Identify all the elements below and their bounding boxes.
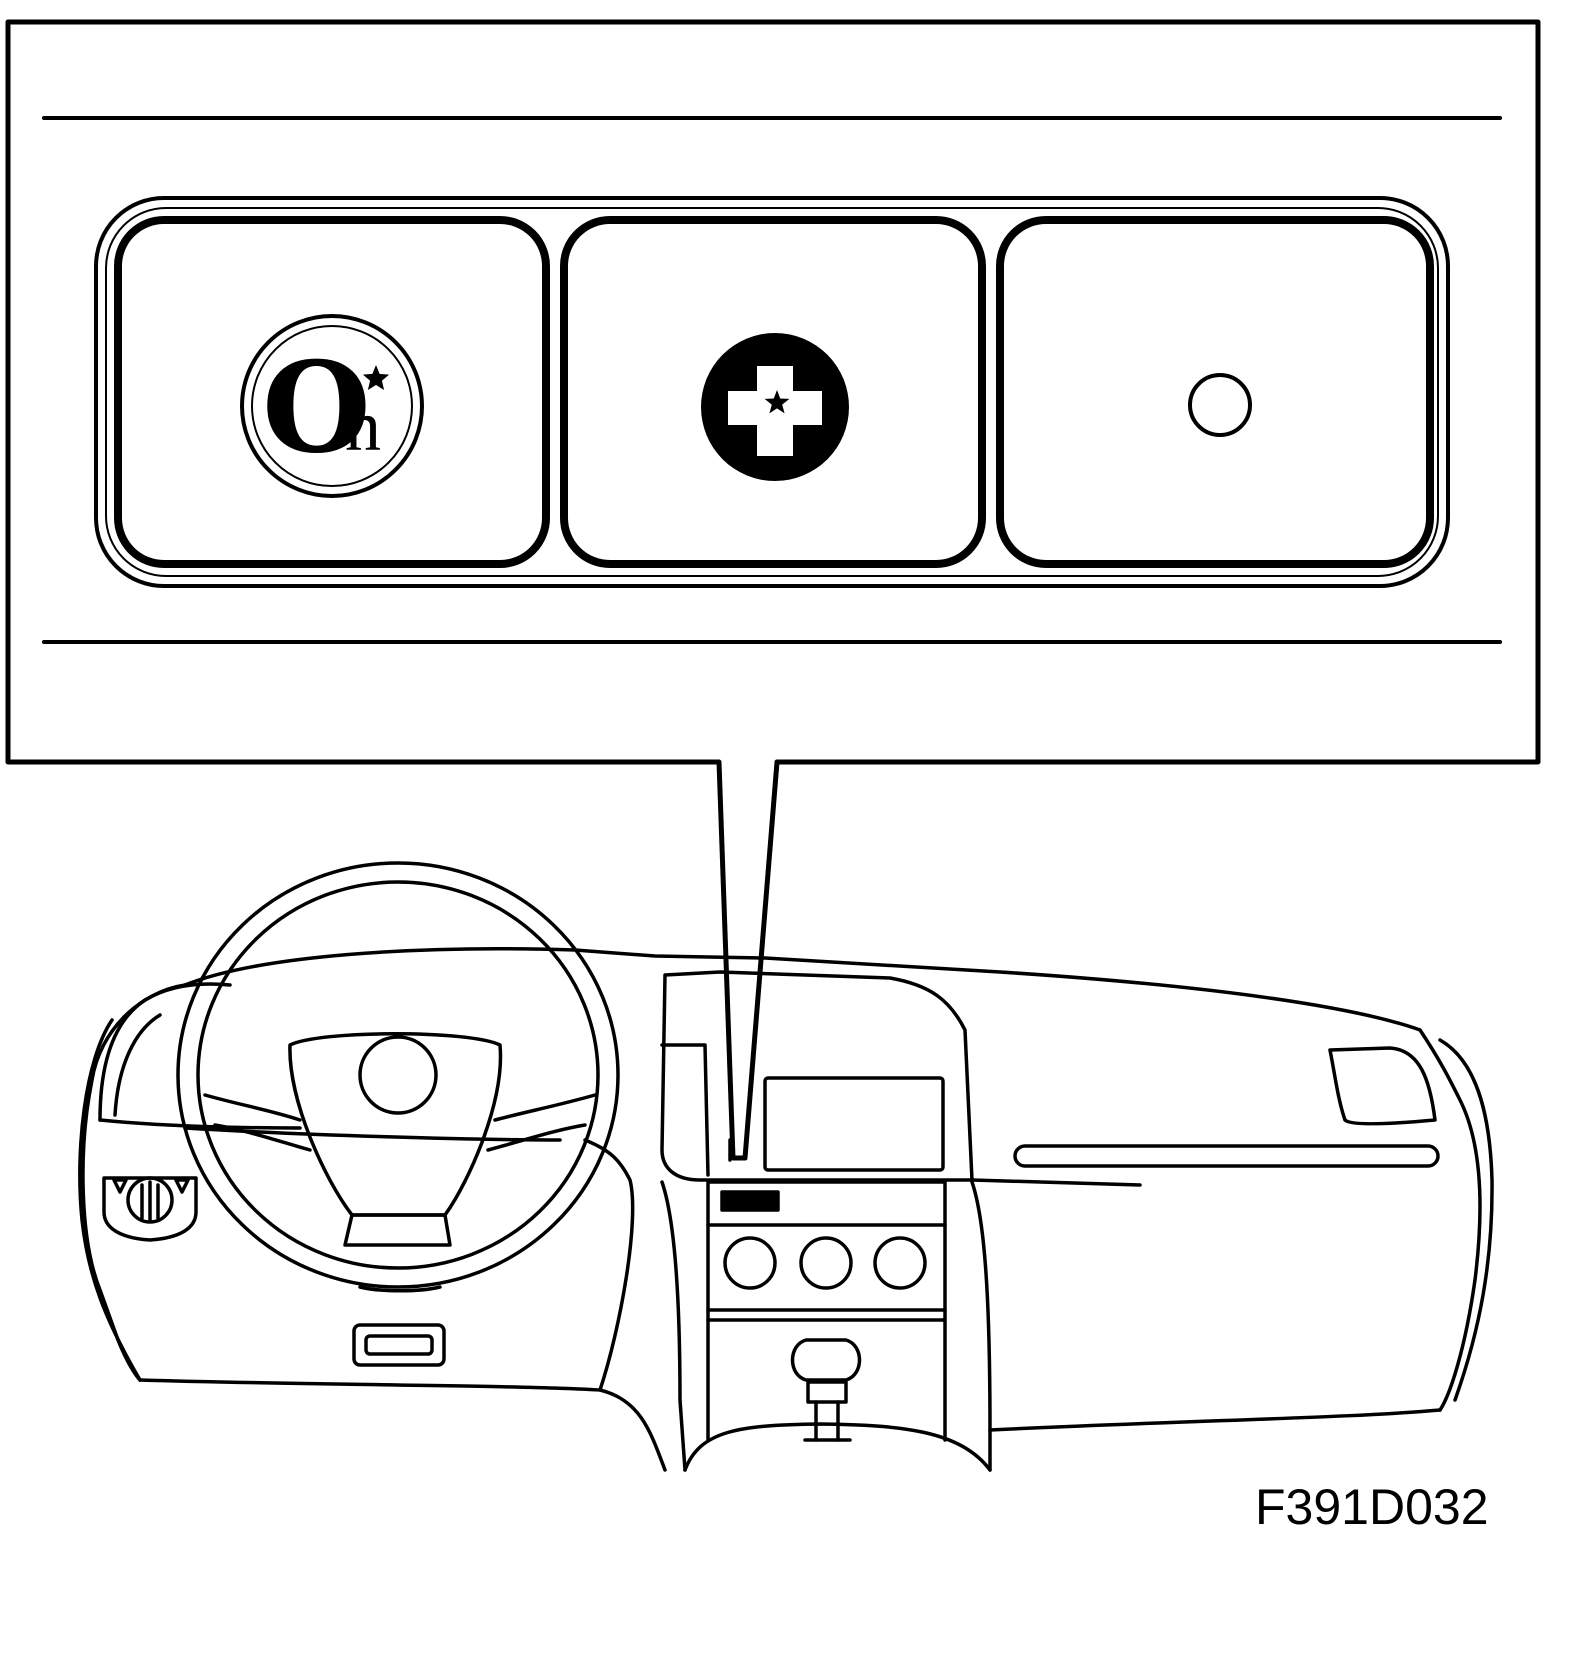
steering-spoke-left — [203, 1093, 302, 1122]
cluster-hood-lower — [98, 1118, 302, 1130]
figure-id-label: F391D032 — [1255, 1479, 1489, 1535]
onstar-star-icon — [362, 365, 390, 390]
console-tunnel — [683, 1422, 992, 1472]
center-display-housing — [660, 970, 974, 1182]
steering-spoke-right-b — [486, 1123, 587, 1152]
dash-lower-under-wheel — [183, 1126, 562, 1142]
dashboard-illustration — [78, 861, 1494, 1472]
headlight-switch — [102, 1176, 198, 1242]
center-display-side — [660, 1043, 710, 1177]
center-display-screen — [763, 1076, 945, 1172]
steering-hub-horn — [358, 1035, 438, 1115]
climate-knob-center — [799, 1236, 853, 1290]
button-module-bezel-inner — [105, 207, 1439, 577]
steering-hub — [288, 1032, 503, 1217]
passenger-side-vent — [1328, 1046, 1437, 1126]
climate-knob-right — [873, 1236, 927, 1290]
dash-right-end-inner — [1438, 1038, 1494, 1402]
steering-wheel-outer — [176, 861, 620, 1289]
dash-bottom-left — [138, 1378, 667, 1472]
dash-left-end — [78, 1018, 142, 1382]
onstar-module-location — [720, 1190, 780, 1212]
onstar-logo-icon: O n — [240, 314, 424, 498]
passenger-air-vent — [1013, 1144, 1440, 1168]
steering-wheel-inner — [196, 880, 600, 1270]
steering-spoke-right — [493, 1093, 597, 1122]
console-outer-right — [970, 1180, 992, 1472]
onstar-logo-letter-n: n — [345, 386, 381, 466]
steering-spoke-left-b — [213, 1123, 312, 1152]
dash-center-lower-left — [583, 1138, 635, 1392]
emergency-star-icon — [764, 390, 790, 414]
dash-top-contour — [183, 947, 1422, 1032]
lower-left-vent — [352, 1323, 446, 1367]
console-outer-left — [660, 1180, 687, 1472]
call-button-dot-icon — [1188, 373, 1252, 437]
steering-bottom-bar — [343, 1213, 452, 1247]
dash-upper-center — [970, 1178, 1142, 1187]
emergency-cross-icon — [701, 333, 849, 481]
dash-passenger-lower — [988, 1408, 1442, 1432]
onstar-logo-letter-o: O — [262, 335, 371, 481]
dash-right-end — [1418, 1028, 1482, 1412]
gear-shifter — [790, 1338, 862, 1442]
climate-knob-left — [723, 1236, 777, 1290]
steering-column — [358, 1285, 442, 1293]
cluster-hood-inner — [113, 1013, 162, 1117]
call-button[interactable] — [996, 216, 1434, 568]
callout-frame — [5, 19, 1541, 1161]
button-module-bezel — [94, 196, 1450, 588]
lower-left-vent-slot — [364, 1334, 434, 1356]
onstar-button[interactable] — [114, 216, 550, 568]
emergency-button[interactable] — [560, 216, 986, 568]
